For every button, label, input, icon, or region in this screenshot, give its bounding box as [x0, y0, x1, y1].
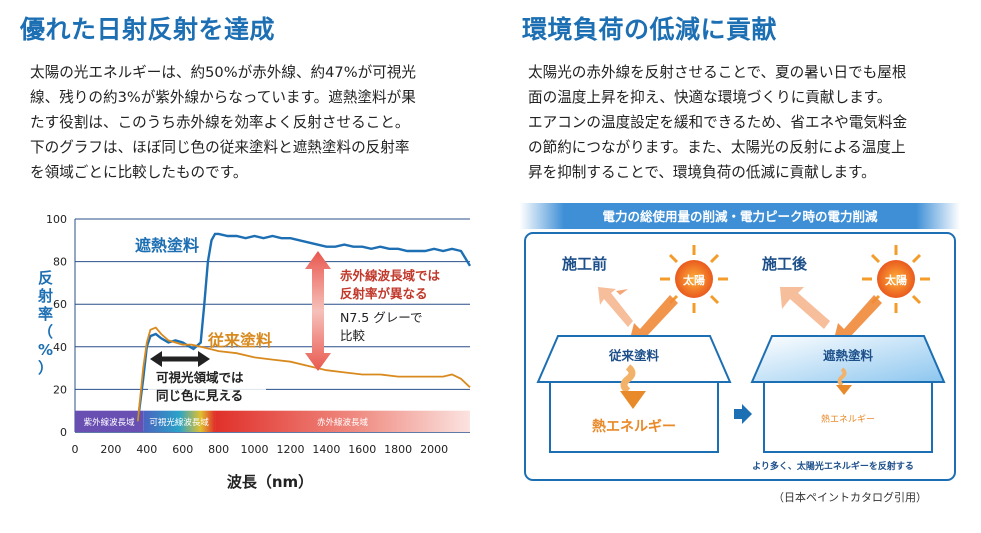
- right-paragraph: 太陽光の赤外線を反射させることで、夏の暑い日でも屋根 面の温度上昇を抑え、快適な…: [528, 60, 973, 185]
- x-tick-label: 1800: [384, 443, 412, 456]
- source-credit: （日本ペイントカタログ引用）: [773, 491, 927, 504]
- y-tick-label: 60: [53, 298, 67, 311]
- sun-icon: 太陽: [660, 245, 728, 313]
- right-line: の節約につながります。また、太陽光の反射による温度上: [528, 139, 906, 156]
- banner-text: 電力の総使用量の削減・電力ピーク時の電力削減: [602, 209, 878, 224]
- house-after: [750, 335, 946, 453]
- y-axis-label: 反射率（%）: [37, 269, 53, 377]
- right-line: 面の温度上昇を抑え、快適な環境づくりに貢献します。: [528, 89, 892, 106]
- right-line: 太陽光の赤外線を反射させることで、夏の暑い日でも屋根: [528, 64, 907, 81]
- right-line: エアコンの温度設定を緩和できるため、省エネや電気料金: [528, 114, 908, 131]
- sunlight-arrow-icon: [598, 287, 678, 347]
- before-after-diagram: 電力の総使用量の削減・電力ピーク時の電力削減 施工前 施工後 太陽 太陽: [520, 203, 960, 481]
- x-tick-label: 400: [136, 443, 157, 456]
- chart-series: [136, 232, 472, 422]
- n75-note: N7.5 グレーで比較: [340, 310, 422, 343]
- x-tick-label: 200: [100, 443, 121, 456]
- wavelength-bands: 紫外線波長域 可視光線波長域 赤外線波長域: [75, 410, 470, 432]
- heat-before-label: 熱エネルギー: [592, 418, 676, 435]
- y-tick-label: 0: [60, 426, 67, 439]
- x-tick-label: 800: [208, 443, 229, 456]
- x-tick-label: 1200: [276, 443, 304, 456]
- sun-label: 太陽: [682, 273, 705, 287]
- left-paragraph: 太陽の光エネルギーは、約50%が赤外線、約47%が可視光 線、残りの約3%が紫外…: [30, 60, 475, 185]
- visible-range-arrow: [150, 351, 210, 367]
- left-line: たす役割は、このうち赤外線を効率よく反射させること。: [30, 114, 410, 131]
- ir-difference-arrow: [305, 251, 331, 371]
- x-tick-label: 1400: [312, 443, 340, 456]
- x-tick-label: 0: [72, 443, 79, 456]
- x-tick-label: 600: [172, 443, 193, 456]
- before-label: 施工前: [562, 255, 607, 273]
- heat-after-label: 熱エネルギー: [821, 413, 875, 425]
- series-line-shielding: [136, 232, 472, 422]
- y-tick-label: 100: [46, 213, 67, 226]
- sun-label: 太陽: [884, 273, 907, 287]
- y-tick-label: 20: [53, 383, 67, 396]
- x-tick-label: 1000: [241, 443, 269, 456]
- left-line: 太陽の光エネルギーは、約50%が赤外線、約47%が可視光: [30, 64, 416, 81]
- left-heading: 優れた日射反射を達成: [20, 15, 276, 44]
- left-line: 下のグラフは、ほぼ同じ色の従来塗料と遮熱塗料の反射率: [30, 139, 410, 156]
- x-tick-label: 2000: [420, 443, 448, 456]
- band-label: 可視光線波長域: [149, 417, 209, 428]
- x-tick-label: 1600: [348, 443, 376, 456]
- banner: [520, 203, 960, 229]
- series-label-shielding: 遮熱塗料: [135, 236, 199, 255]
- band-bar: [75, 410, 144, 432]
- left-line: 線、残りの約3%が紫外線からなっています。遮熱塗料が果: [30, 89, 416, 106]
- transition-arrow-icon: [734, 404, 752, 424]
- roof-after-label: 遮熱塗料: [823, 348, 874, 363]
- y-tick-label: 80: [53, 256, 67, 269]
- ir-difference-note: 赤外線波長域では反射率が異なる: [340, 268, 441, 301]
- heat-arrow-icon: [620, 364, 646, 409]
- band-bar: [215, 410, 470, 432]
- series-line-conventional: [136, 326, 471, 422]
- band-bar: [143, 410, 216, 432]
- band-label: 紫外線波長域: [84, 417, 136, 428]
- band-label: 赤外線波長域: [317, 417, 369, 428]
- visible-range-note: 可視光領域では同じ色に見える: [156, 370, 244, 403]
- sun-icon: 太陽: [862, 245, 930, 313]
- y-tick-label: 40: [53, 341, 67, 354]
- diagram-caption: より多く、太陽光エネルギーを反射する: [752, 460, 914, 472]
- after-label: 施工後: [762, 255, 808, 273]
- right-line: 昇を抑制することで、環境負荷の低減に貢献します。: [528, 164, 876, 181]
- roof-before-label: 従来塗料: [608, 348, 660, 363]
- right-heading: 環境負荷の低減に貢献: [522, 15, 778, 44]
- house-before: [536, 335, 732, 453]
- series-label-conventional: 従来塗料: [207, 331, 272, 350]
- x-axis-label: 波長（nm）: [227, 473, 313, 491]
- left-line: を領域ごとに比較したものです。: [30, 164, 248, 181]
- heat-arrow-icon: [836, 367, 852, 395]
- reflection-arrow-icon: [780, 287, 882, 347]
